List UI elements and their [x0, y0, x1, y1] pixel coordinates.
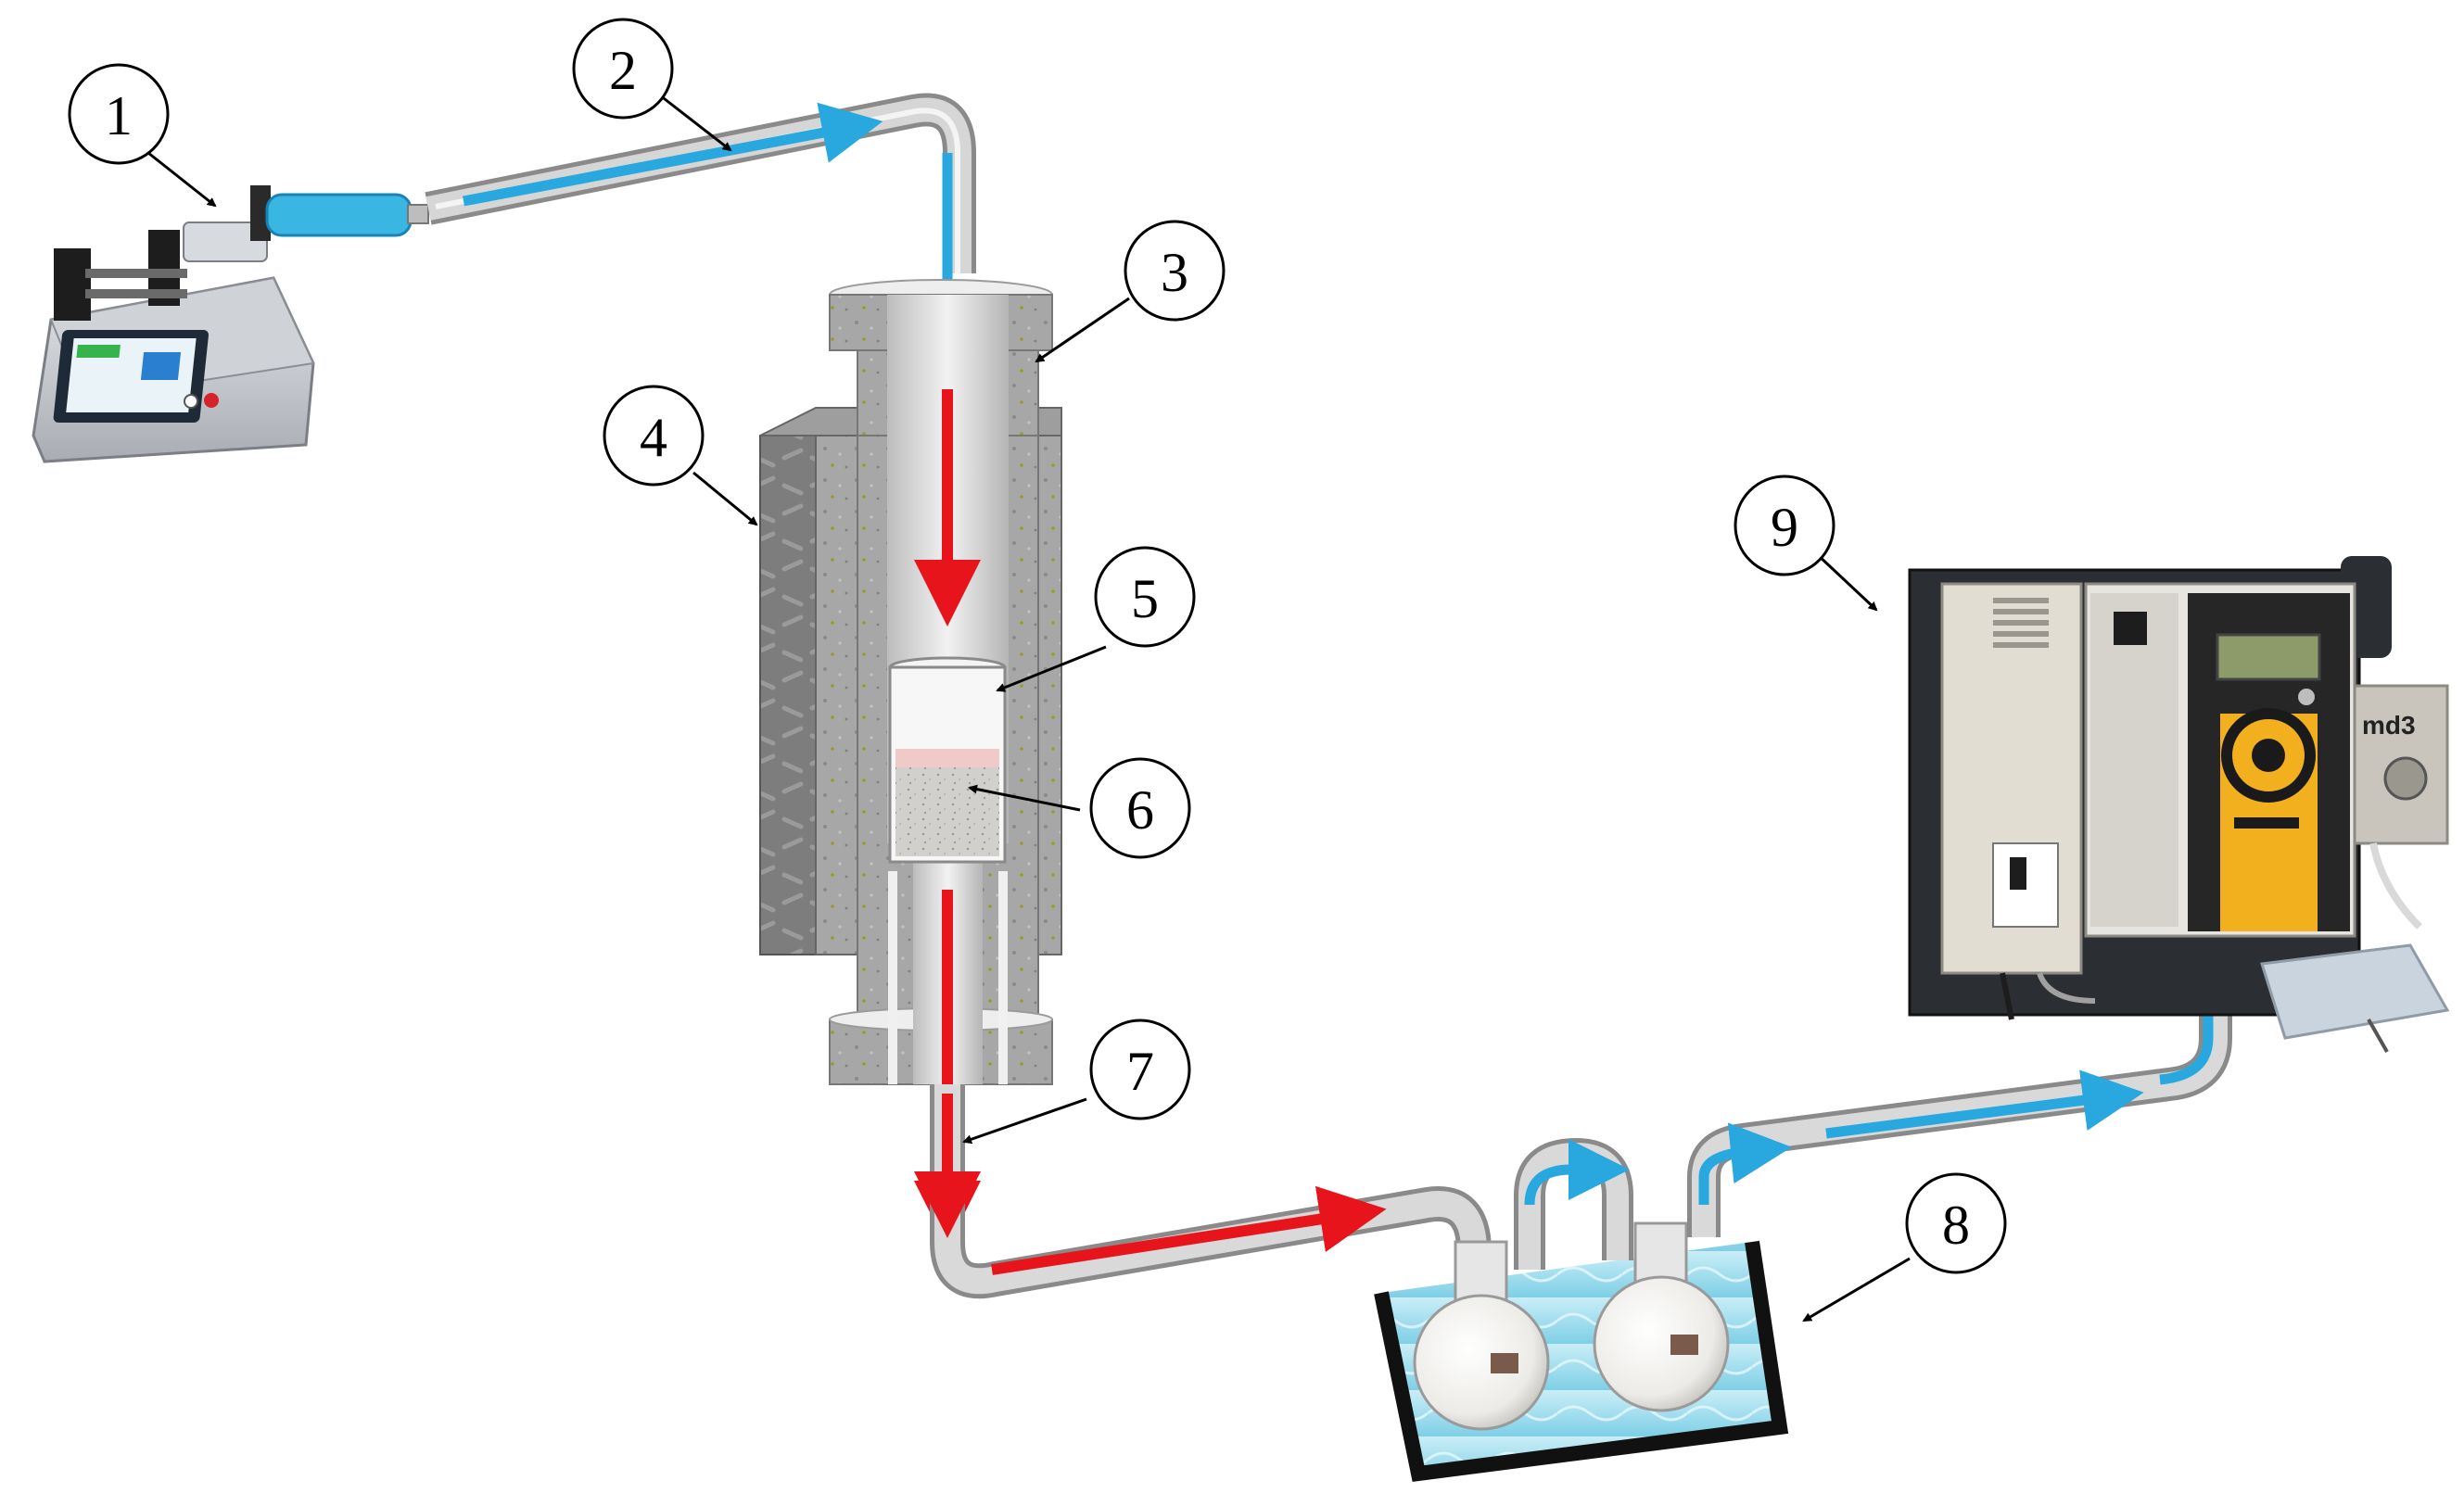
pump-rail-bottom	[85, 289, 187, 298]
callout-4-label: 4	[640, 407, 667, 468]
pump-rail-top	[85, 269, 187, 278]
callout-4: 4	[603, 385, 705, 487]
gas-analyzer: md3	[1908, 556, 2450, 1053]
callout-1-label: 1	[105, 85, 133, 146]
flow-arrow-blue-outlet	[1825, 1069, 2144, 1139]
syringe-pump	[32, 185, 429, 463]
callout-5-label: 5	[1131, 568, 1159, 629]
analyzer-md3-module: md3	[2353, 684, 2449, 930]
callout-8: 8	[1905, 1172, 2007, 1274]
pump-key	[184, 394, 198, 409]
syringe-clamp	[250, 185, 271, 241]
callout-6: 6	[1089, 757, 1191, 859]
callout-8-label: 8	[1942, 1195, 1970, 1256]
gas-line-to-analyzer	[1687, 952, 2239, 1237]
syringe-barrel	[265, 193, 413, 237]
callout-9: 9	[1734, 474, 1835, 576]
md3-label: md3	[2362, 711, 2416, 740]
analyzer-display	[2216, 633, 2321, 681]
condensing-flask-1	[1413, 1240, 1550, 1431]
leader-lines	[147, 94, 1911, 1322]
pump-screen-readout	[76, 345, 121, 358]
callout-5: 5	[1094, 546, 1196, 648]
syringe-holder	[183, 221, 268, 262]
callout-2-label: 2	[609, 40, 637, 101]
callout-1: 1	[68, 63, 170, 165]
callout-7: 7	[1089, 1019, 1191, 1120]
cold-trap-bath	[1374, 1137, 1789, 1482]
callout-3-label: 3	[1161, 242, 1188, 303]
flow-arrow-red-horizontal	[991, 1185, 1387, 1275]
flow-arrow-blue-inlet	[462, 102, 883, 207]
solid-sample-bed	[895, 767, 999, 856]
callout-2: 2	[572, 18, 674, 120]
callout-9-label: 9	[1771, 497, 1798, 558]
condensing-flask-2	[1593, 1221, 1730, 1412]
gas-sample-bag	[2260, 943, 2450, 1040]
syringe-tip	[407, 204, 429, 224]
outlet-tube	[914, 1084, 1492, 1299]
pump-end-block	[54, 248, 91, 321]
pump-stop-button	[204, 393, 219, 408]
pump-screen-panel	[140, 352, 182, 380]
callout-3: 3	[1124, 220, 1226, 322]
callout-7-label: 7	[1126, 1041, 1154, 1102]
callout-6-label: 6	[1126, 779, 1154, 841]
